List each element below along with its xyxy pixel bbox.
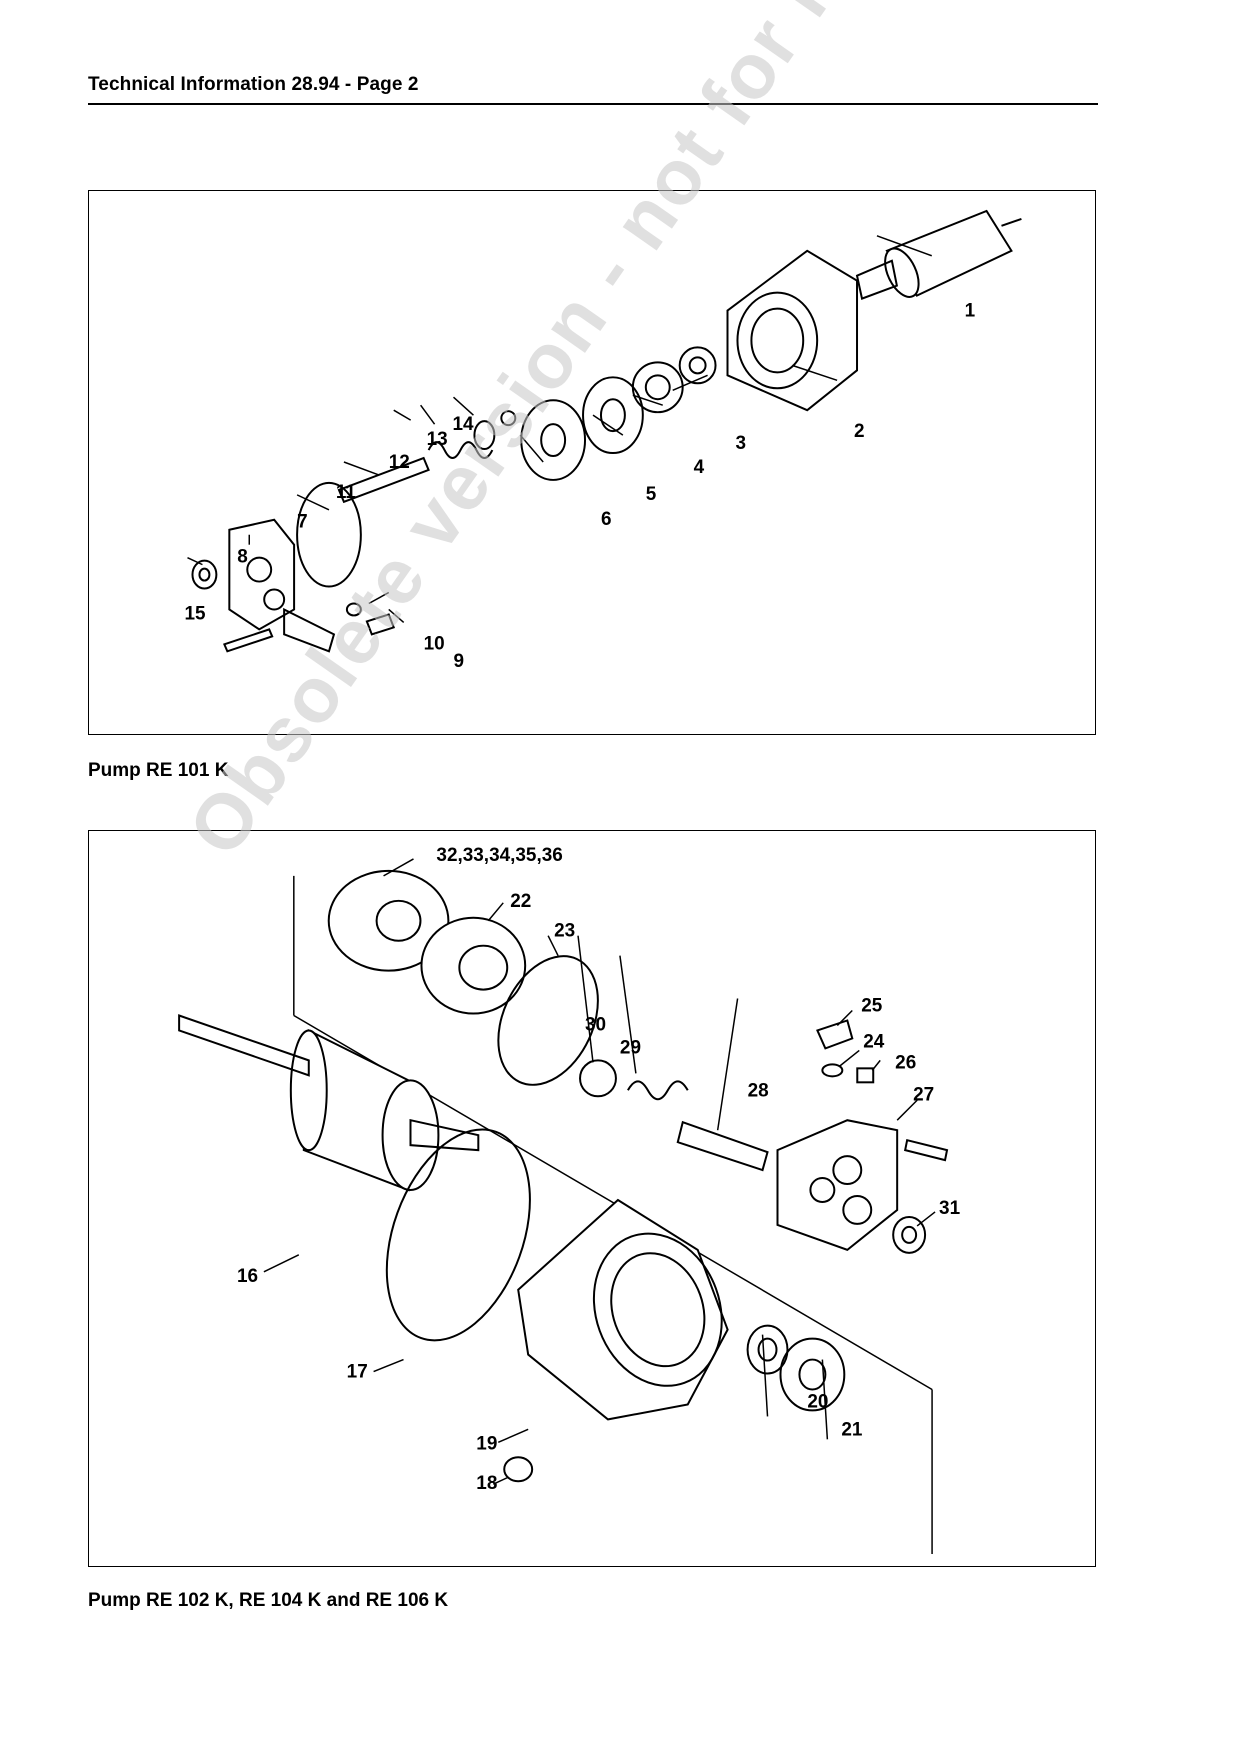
part-armature xyxy=(855,209,1022,300)
figure2-caption: Pump RE 102 K, RE 104 K and RE 106 K xyxy=(88,1590,449,1611)
page-header-title: Technical Information 28.94 - Page 2 xyxy=(88,74,419,95)
label-13: 13 xyxy=(427,429,448,450)
label-28: 28 xyxy=(748,1080,769,1101)
label-29: 29 xyxy=(620,1037,641,1058)
label-31: 31 xyxy=(939,1198,960,1219)
label-30: 30 xyxy=(585,1014,606,1035)
exploded-diagram-re101k: 1 2 3 4 5 6 7 8 9 10 11 12 13 14 15 xyxy=(185,209,1022,672)
label-16: 16 xyxy=(237,1266,258,1287)
label-24: 24 xyxy=(863,1031,885,1052)
label-11: 11 xyxy=(336,482,356,503)
part-housing xyxy=(726,249,859,412)
label-17: 17 xyxy=(347,1362,368,1383)
figure-pump-re101k: 1 2 3 4 5 6 7 8 9 10 11 12 13 14 15 xyxy=(88,190,1096,735)
figure-pump-re102k-re104k-re106k: 32,33,34,35,36 22 23 30 29 28 25 24 26 2… xyxy=(88,830,1096,1567)
label-21: 21 xyxy=(841,1419,862,1440)
header-rule xyxy=(88,103,1098,105)
label-3: 3 xyxy=(735,433,746,454)
label-19: 19 xyxy=(476,1433,497,1454)
label-18: 18 xyxy=(476,1473,497,1494)
label-23: 23 xyxy=(554,921,575,942)
label-12: 12 xyxy=(389,452,410,473)
label-14: 14 xyxy=(453,414,475,435)
label-1: 1 xyxy=(965,301,976,322)
label-32-36: 32,33,34,35,36 xyxy=(436,845,562,866)
label-5: 5 xyxy=(646,484,657,505)
label-2: 2 xyxy=(854,421,865,442)
label-27: 27 xyxy=(913,1084,934,1105)
label-20: 20 xyxy=(807,1391,828,1412)
figure1-caption: Pump RE 101 K xyxy=(88,760,229,781)
label-8: 8 xyxy=(237,547,248,568)
label-25: 25 xyxy=(861,996,882,1017)
label-4: 4 xyxy=(694,457,705,478)
label-7: 7 xyxy=(297,512,308,533)
label-26: 26 xyxy=(895,1052,916,1073)
label-15: 15 xyxy=(185,603,206,624)
exploded-diagram-re102k: 32,33,34,35,36 22 23 30 29 28 25 24 26 2… xyxy=(178,845,960,1555)
label-9: 9 xyxy=(454,651,465,672)
label-10: 10 xyxy=(424,633,445,654)
label-22: 22 xyxy=(510,891,531,912)
label-6: 6 xyxy=(601,509,612,530)
